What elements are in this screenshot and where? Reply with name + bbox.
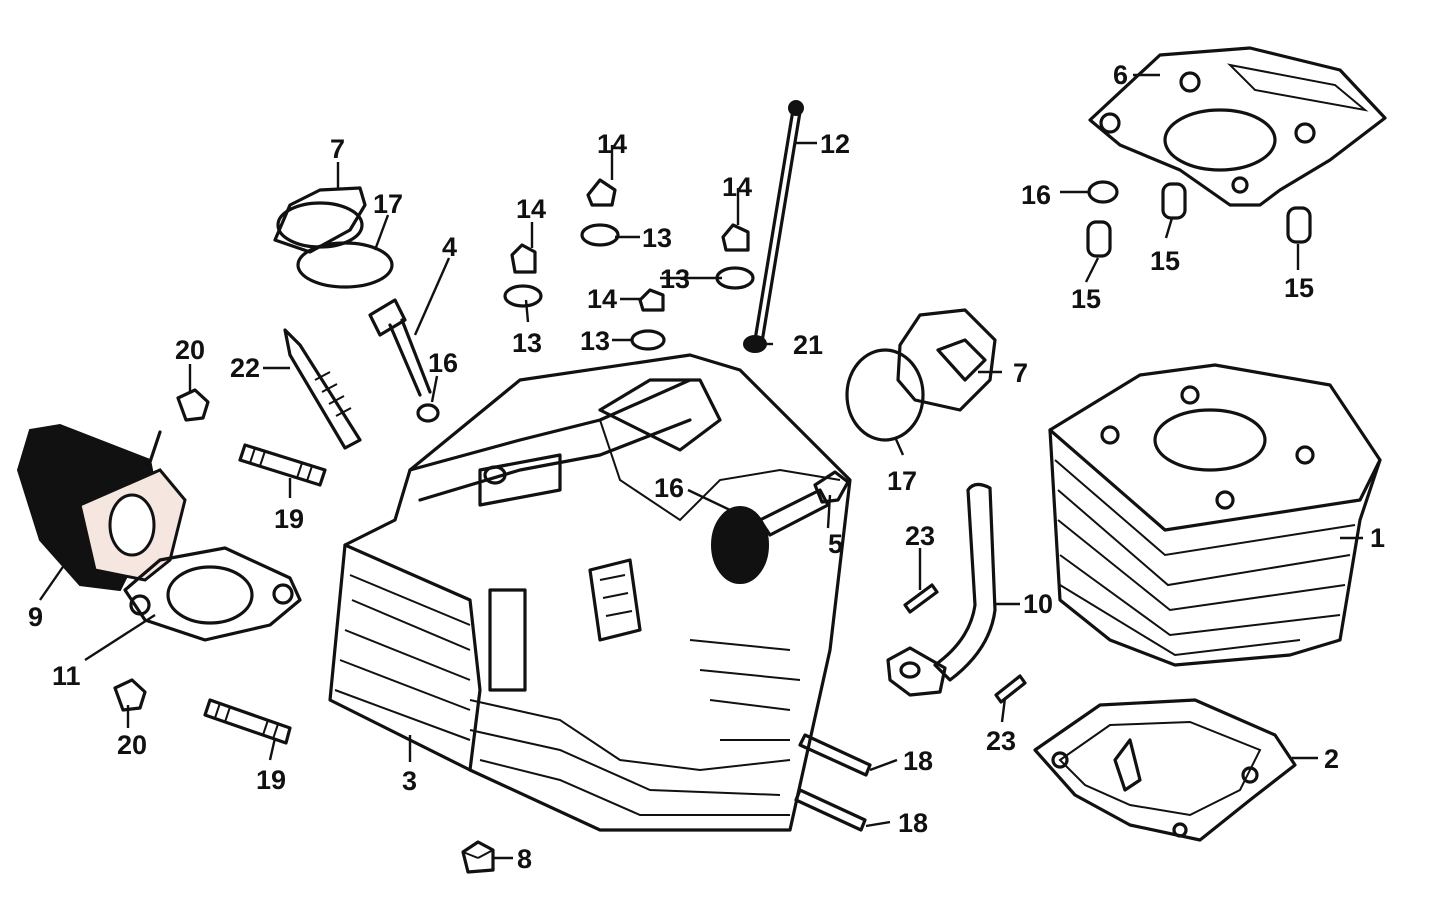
callout-13-c: 13: [660, 264, 690, 294]
callout-20-a: 20: [175, 335, 205, 365]
callout-1: 1: [1370, 523, 1385, 553]
head-gasket-part: [1088, 46, 1387, 207]
small-o-rings: [1087, 180, 1119, 204]
callout-2: 2: [1324, 744, 1339, 774]
callout-labels: 1 2 3 4 5 6 7 7 8 9 10 11 12 13 13 13 13…: [28, 60, 1385, 874]
bolts: [903, 583, 1027, 704]
callout-23-b: 23: [986, 726, 1016, 756]
callout-17-a: 17: [373, 189, 403, 219]
inlet-manifold-part: [16, 423, 187, 592]
long-stud-part: [743, 100, 804, 353]
callout-15-b: 15: [1150, 246, 1180, 276]
acorn-nuts-and-washers: [503, 178, 755, 351]
callout-18-a: 18: [903, 746, 933, 776]
callout-7-right: 7: [1013, 358, 1028, 388]
stud-upper: [238, 443, 327, 487]
base-gasket-part: [1033, 698, 1297, 842]
callout-12: 12: [820, 129, 850, 159]
manifold-gasket-part: [123, 546, 302, 642]
spark-plug-part: [283, 328, 362, 450]
callout-18-b: 18: [898, 808, 928, 838]
callout-23-a: 23: [905, 521, 935, 551]
callout-19-b: 19: [256, 765, 286, 795]
callout-14-d: 14: [587, 284, 617, 314]
nuts: [113, 388, 210, 712]
stud-lower: [203, 698, 292, 745]
callout-16-a: 16: [1021, 180, 1051, 210]
cylinder-head-part: [328, 353, 852, 832]
callout-3: 3: [402, 766, 417, 796]
callout-17-b: 17: [887, 466, 917, 496]
tappet-cap-left: [273, 186, 394, 289]
callout-9: 9: [28, 602, 43, 632]
callout-5: 5: [828, 529, 843, 559]
callout-16-b: 16: [428, 348, 458, 378]
callout-4: 4: [442, 232, 457, 262]
callout-22: 22: [230, 353, 260, 383]
exhaust-stud-part: [758, 470, 850, 537]
callout-6: 6: [1113, 60, 1128, 90]
callout-19-a: 19: [274, 504, 304, 534]
small-block-part: [461, 840, 495, 874]
callout-20-b: 20: [117, 730, 147, 760]
callout-13-a: 13: [642, 223, 672, 253]
callout-14-b: 14: [516, 194, 546, 224]
callout-7-left: 7: [330, 134, 345, 164]
tappet-cap-right: [845, 308, 997, 442]
pins: [794, 733, 872, 832]
callout-10: 10: [1023, 589, 1053, 619]
callout-8: 8: [517, 844, 532, 874]
dowel-pins: [1086, 182, 1312, 258]
callout-13-b: 13: [512, 328, 542, 358]
callout-14-a: 14: [597, 129, 627, 159]
leader-lines: [39, 73, 1363, 860]
callout-11: 11: [52, 661, 81, 691]
valve-part: [368, 298, 440, 423]
callout-14-c: 14: [722, 172, 752, 202]
oil-pipe-part: [886, 482, 997, 697]
callout-13-d: 13: [580, 326, 610, 356]
callout-15-c: 15: [1284, 273, 1314, 303]
callout-15-a: 15: [1071, 284, 1101, 314]
cylinder-part: [1048, 363, 1382, 667]
callout-16-c: 16: [654, 473, 684, 503]
callout-21: 21: [793, 330, 823, 360]
